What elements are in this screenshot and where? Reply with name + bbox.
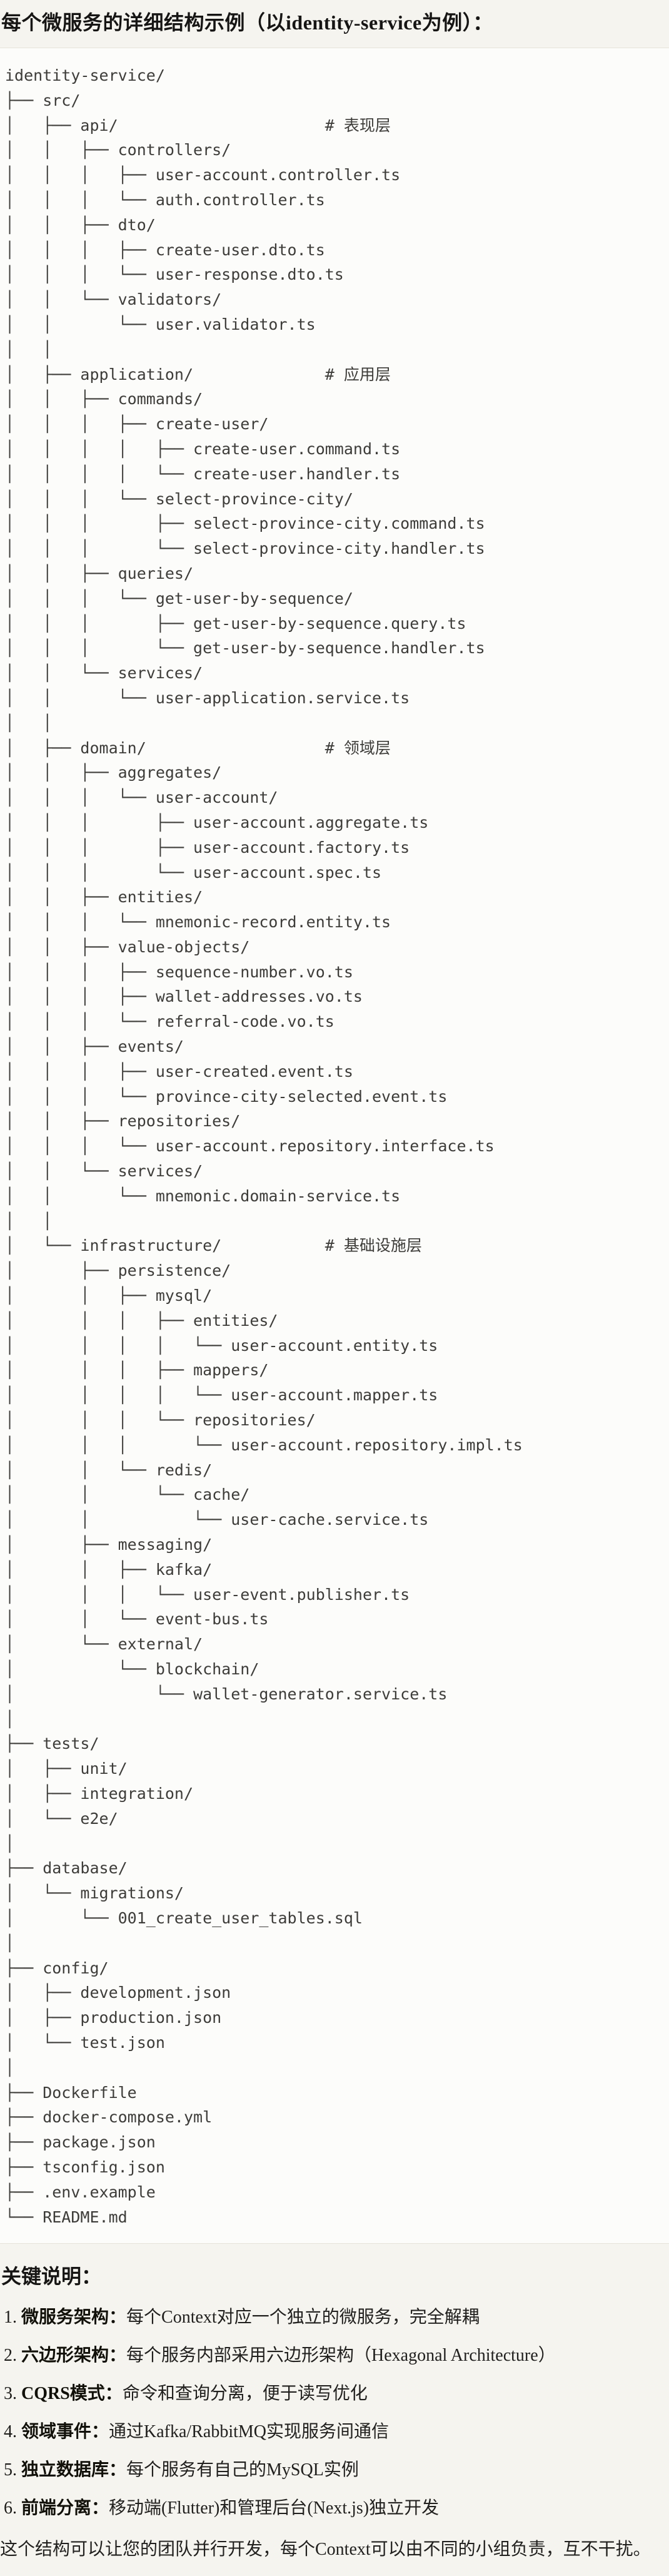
note-colon: ： bbox=[109, 2460, 127, 2480]
note-number: 4. bbox=[4, 2422, 17, 2442]
page-title: 每个微服务的详细结构示例（以identity-service为例）： bbox=[1, 11, 493, 34]
note-item: 2.六边形架构：每个服务内部采用六边形架构（Hexagonal Architec… bbox=[4, 2343, 669, 2368]
code-block: identity-service/ ├── src/ │ ├── api/ # … bbox=[0, 48, 669, 2244]
note-colon: ： bbox=[109, 2308, 127, 2328]
directory-tree: identity-service/ ├── src/ │ ├── api/ # … bbox=[5, 66, 523, 2226]
note-item: 6.前端分离：移动端(Flutter)和管理后台(Next.js)独立开发 bbox=[4, 2496, 669, 2521]
note-number: 6. bbox=[4, 2498, 17, 2518]
note-label: CQRS模式 bbox=[21, 2384, 105, 2404]
notes-list: 1.微服务架构：每个Context对应一个独立的微服务，完全解耦 2.六边形架构… bbox=[0, 2305, 669, 2521]
note-label: 领域事件 bbox=[21, 2422, 92, 2442]
notes-heading: 关键说明： bbox=[1, 2265, 102, 2288]
note-item: 5.独立数据库：每个服务有自己的MySQL实例 bbox=[4, 2458, 669, 2483]
note-colon: ： bbox=[91, 2422, 109, 2442]
note-number: 1. bbox=[4, 2308, 17, 2328]
note-desc: 每个服务有自己的MySQL实例 bbox=[126, 2460, 359, 2480]
note-item: 4.领域事件：通过Kafka/RabbitMQ实现服务间通信 bbox=[4, 2420, 669, 2445]
note-desc: 每个服务内部采用六边形架构（Hexagonal Architecture） bbox=[126, 2346, 556, 2366]
note-number: 5. bbox=[4, 2460, 17, 2480]
note-label: 独立数据库 bbox=[21, 2460, 109, 2480]
note-desc: 通过Kafka/RabbitMQ实现服务间通信 bbox=[109, 2422, 389, 2442]
note-colon: ： bbox=[91, 2498, 109, 2518]
note-desc: 每个Context对应一个独立的微服务，完全解耦 bbox=[126, 2308, 480, 2328]
note-label: 前端分离 bbox=[21, 2498, 92, 2518]
closing-paragraph: 这个结构可以让您的团队并行开发，每个Context可以由不同的小组负责，互不干扰… bbox=[0, 2540, 651, 2560]
note-desc: 移动端(Flutter)和管理后台(Next.js)独立开发 bbox=[109, 2498, 440, 2518]
note-label: 六边形架构 bbox=[21, 2346, 109, 2366]
note-label: 微服务架构 bbox=[21, 2308, 109, 2328]
note-colon: ： bbox=[104, 2384, 123, 2404]
note-desc: 命令和查询分离，便于读写优化 bbox=[122, 2384, 368, 2404]
note-item: 1.微服务架构：每个Context对应一个独立的微服务，完全解耦 bbox=[4, 2305, 669, 2330]
note-number: 2. bbox=[4, 2346, 17, 2366]
note-colon: ： bbox=[109, 2346, 127, 2366]
note-item: 3.CQRS模式：命令和查询分离，便于读写优化 bbox=[4, 2381, 669, 2406]
note-number: 3. bbox=[4, 2384, 17, 2404]
